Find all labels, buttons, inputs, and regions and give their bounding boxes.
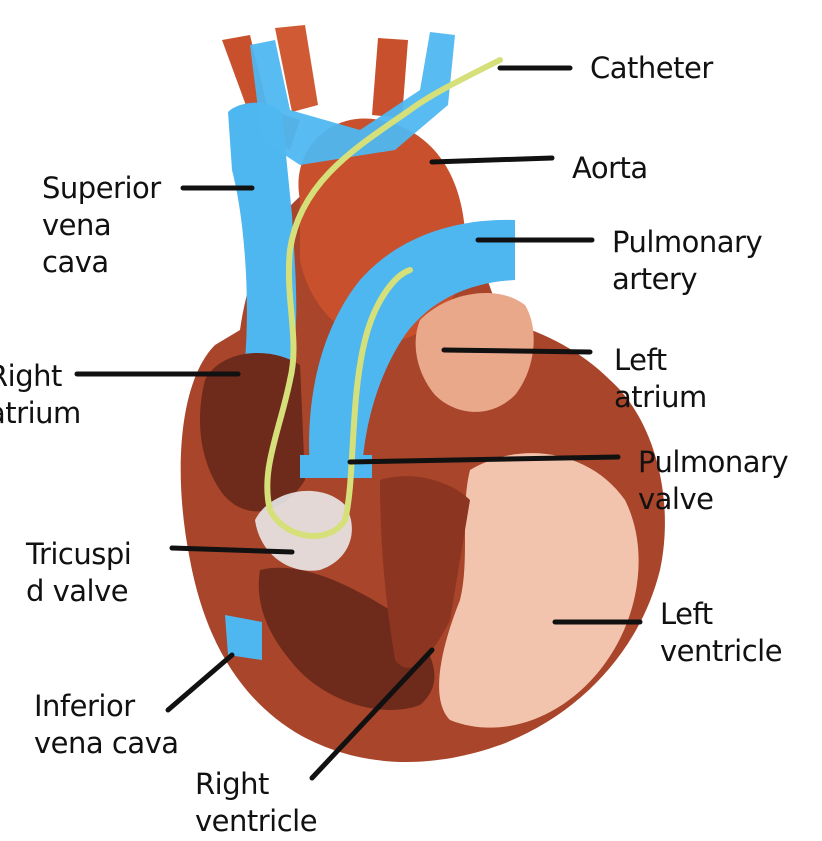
label-inferior-vena-cava: Inferior vena cava — [34, 688, 179, 762]
label-aorta: Aorta — [572, 150, 648, 187]
label-rv-line-2: ventricle — [195, 804, 318, 838]
leader-inferior-vena-cava — [165, 652, 235, 713]
superior-vena-cava-shape — [228, 102, 297, 370]
label-pulmonary-valve: Pulmonary valve — [638, 444, 789, 518]
label-la-line-1: Left — [614, 343, 667, 377]
label-aorta-line-1: Aorta — [572, 151, 648, 185]
aorta-branch-2 — [275, 25, 318, 112]
label-right-ventricle: Right ventricle — [195, 766, 318, 840]
label-tv-line-1: Tricuspi — [26, 537, 132, 571]
label-svc-line-2: vena — [42, 208, 112, 242]
aorta-branch-3 — [372, 38, 408, 118]
label-la-line-2: atrium — [614, 380, 707, 414]
label-left-atrium: Left atrium — [614, 342, 707, 416]
septum — [380, 476, 470, 668]
pulmonary-artery-shape — [309, 219, 515, 470]
label-pa-line-2: artery — [612, 262, 698, 296]
pulmonary-valve-shape — [300, 455, 372, 478]
right-atrium-chamber — [200, 353, 305, 512]
svc-branch — [250, 32, 455, 165]
label-superior-vena-cava: Superior vena cava — [42, 170, 161, 281]
label-tv-line-2: d valve — [26, 574, 129, 608]
label-ra-line-2: atrium — [0, 396, 81, 430]
inferior-vena-cava-shape — [225, 615, 262, 660]
catheter-line — [264, 57, 503, 539]
label-right-atrium: Right atrium — [0, 358, 81, 432]
label-pv-line-1: Pulmonary — [638, 445, 789, 479]
label-svc-line-3: cava — [42, 245, 109, 279]
left-ventricle-chamber — [439, 453, 639, 728]
leader-lines — [74, 65, 643, 781]
label-lv-line-2: ventricle — [660, 634, 783, 668]
leader-pulmonary-valve — [347, 454, 621, 465]
label-ra-line-1: Right — [0, 359, 62, 393]
label-catheter-line-1: Catheter — [590, 51, 713, 85]
label-ivc-line-2: vena cava — [34, 726, 179, 760]
leader-left-atrium — [441, 347, 593, 355]
right-ventricle-chamber — [258, 567, 435, 710]
label-svc-line-1: Superior — [42, 171, 161, 205]
leader-right-ventricle — [309, 647, 435, 781]
leader-aorta — [429, 155, 555, 165]
label-pa-line-1: Pulmonary — [612, 225, 763, 259]
label-lv-line-1: Left — [660, 597, 713, 631]
label-pulmonary-artery: Pulmonary artery — [612, 224, 763, 298]
label-ivc-line-1: Inferior — [34, 689, 135, 723]
leader-tricuspid-valve — [169, 545, 295, 555]
label-left-ventricle: Left ventricle — [660, 596, 783, 670]
label-tricuspid-valve: Tricuspi d valve — [26, 536, 132, 610]
label-pv-line-2: valve — [638, 482, 714, 516]
label-catheter: Catheter — [590, 50, 713, 87]
label-rv-line-1: Right — [195, 767, 269, 801]
